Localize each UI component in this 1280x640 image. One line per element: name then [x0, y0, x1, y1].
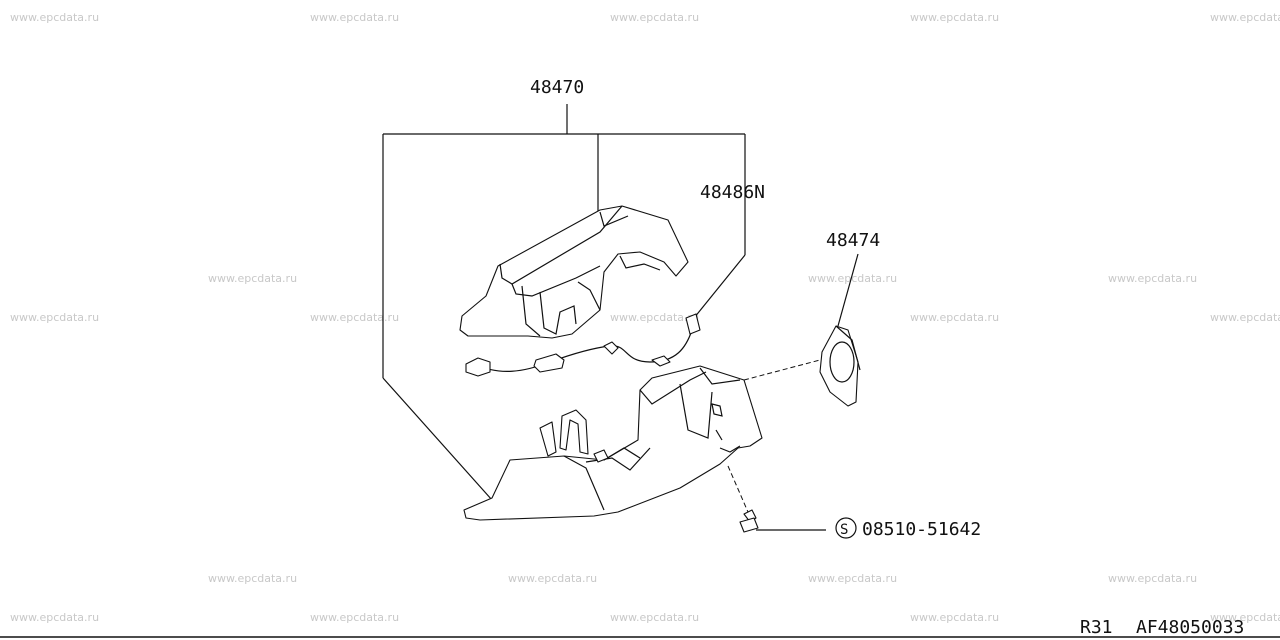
watermark: www.epcdata.ru — [508, 572, 598, 585]
part-label-48486n: 48486N — [700, 182, 765, 203]
watermark: www.epcdata.ru — [310, 11, 400, 24]
watermark: www.epcdata.ru — [1108, 572, 1198, 585]
watermark: www.epcdata.ru — [1210, 311, 1280, 324]
watermark: www.epcdata.ru — [610, 611, 700, 624]
part-label-screw: 08510-51642 — [862, 519, 981, 540]
watermark: www.epcdata.ru — [1210, 611, 1280, 624]
watermark: www.epcdata.ru — [610, 11, 700, 24]
screw-symbol: S — [840, 522, 848, 538]
watermark: www.epcdata.ru — [310, 311, 400, 324]
screw[interactable]: S — [727, 465, 857, 539]
watermark: www.epcdata.ru — [910, 11, 1000, 24]
model-code: R31 — [1080, 617, 1113, 638]
watermark: www.epcdata.ru — [10, 11, 100, 24]
diagram-ref: AF48050033 — [1136, 617, 1244, 638]
leader-48470 — [382, 104, 746, 501]
watermark: www.epcdata.ru — [208, 572, 298, 585]
watermark: www.epcdata.ru — [610, 311, 700, 324]
upper-column-cover[interactable] — [459, 205, 689, 339]
watermark: www.epcdata.ru — [310, 611, 400, 624]
watermark: www.epcdata.ru — [10, 611, 100, 624]
watermark: www.epcdata.ru — [808, 572, 898, 585]
lower-column-cover[interactable] — [463, 365, 763, 521]
part-label-48474: 48474 — [826, 230, 880, 251]
watermark: www.epcdata.ru — [1108, 272, 1198, 285]
grommet[interactable] — [743, 253, 861, 407]
standard-part-symbol-icon — [835, 517, 857, 539]
wire-harness[interactable] — [465, 313, 701, 377]
watermark: www.epcdata.ru — [1210, 11, 1280, 24]
watermark: www.epcdata.ru — [910, 311, 1000, 324]
watermark: www.epcdata.ru — [208, 272, 298, 285]
part-label-48470: 48470 — [530, 77, 584, 98]
watermark: www.epcdata.ru — [10, 311, 100, 324]
watermark: www.epcdata.ru — [808, 272, 898, 285]
watermark: www.epcdata.ru — [910, 611, 1000, 624]
